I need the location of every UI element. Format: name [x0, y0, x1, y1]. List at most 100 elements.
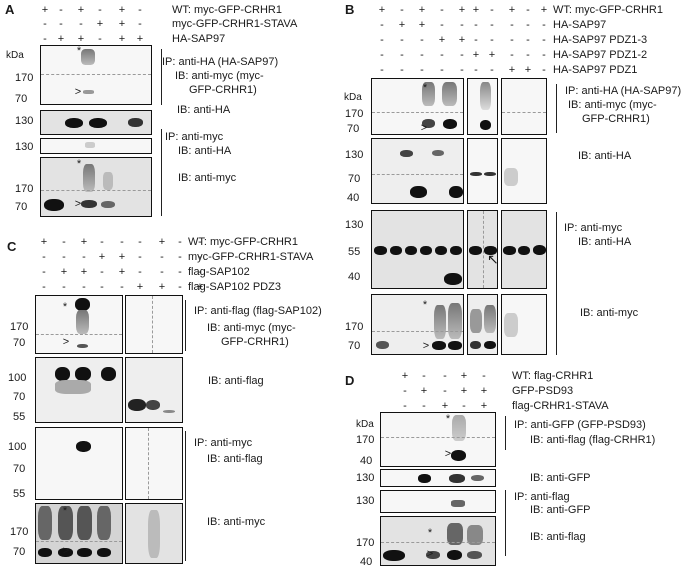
panel-c-mw-100-b: 100 [8, 441, 27, 453]
panel-b-mw-170-b: 170 [345, 321, 364, 333]
panel-b-sign-r3-c6: - [474, 34, 478, 46]
panel-a-sign-r2-c3: - [79, 18, 83, 30]
panel-c-sign-r2-c4: + [98, 251, 106, 263]
panel-b-sign-r4-c6: + [472, 49, 480, 61]
panel-b-blot-ip-myc-mid [467, 210, 498, 289]
panel-b-sign-r3-c2: - [400, 34, 404, 46]
panel-c-sign-r4-c7: + [158, 281, 166, 293]
panel-b-mw-170: 170 [345, 108, 364, 120]
panel-a-blot-myc [40, 157, 152, 217]
panel-d-blot-ip-gfp [380, 412, 496, 467]
panel-b-mw-40-b: 40 [348, 271, 361, 283]
panel-d-mw-130-b: 130 [356, 495, 375, 507]
panel-c-sign-r1-c2: - [62, 236, 66, 248]
panel-d-sign-r3-c3: + [441, 400, 449, 412]
panel-a-blot-ha [40, 110, 152, 135]
panel-b-sign-r4-c5: - [460, 49, 464, 61]
panel-a-row-1: WT: myc-GFP-CRHR1 [172, 4, 282, 16]
panel-a-ip2: IP: anti-myc [165, 131, 224, 143]
panel-c-mw-70: 70 [13, 337, 26, 349]
panel-d-sign-r2-c5: + [480, 385, 488, 397]
panel-b-sign-r3-c3: - [420, 34, 424, 46]
panel-c-blot-ip-myc-right [125, 427, 183, 500]
panel-a-arrowhead: > [74, 86, 82, 98]
panel-d-mw-40: 40 [360, 455, 373, 467]
panel-d-row-1: WT: flag-CRHR1 [512, 370, 594, 382]
panel-b-sign-r4-c3: - [420, 49, 424, 61]
panel-b-sign-r5-c5: - [460, 64, 464, 76]
panel-a-arrowhead-2: > [74, 198, 82, 210]
panel-a-ib1a: IB: anti-myc (myc- [175, 70, 264, 82]
panel-c-sign-r3-c6: - [138, 266, 142, 278]
panel-d-mw-170-b: 170 [356, 537, 375, 549]
panel-b-sign-r2-c7: - [490, 19, 494, 31]
panel-b-sign-r2-c6: - [474, 19, 478, 31]
panel-c-sign-r4-c8: - [178, 281, 182, 293]
panel-c-sign-r4-c2: - [62, 281, 66, 293]
panel-d-blot-gfp [380, 469, 496, 487]
panel-c-star: * [62, 301, 68, 313]
panel-b-blot-ha-left [371, 138, 464, 204]
panel-d-blot-ip-flag [380, 490, 496, 513]
panel-c-sign-r1-c4: - [100, 236, 104, 248]
panel-c-sign-r4-c6: + [136, 281, 144, 293]
panel-b-mw-40: 40 [347, 192, 360, 204]
panel-c-sign-r3-c4: - [100, 266, 104, 278]
panel-b-sign-r2-c10: - [542, 19, 546, 31]
panel-c-ip1: IP: anti-flag (flag-SAP102) [194, 305, 322, 317]
panel-a-bracket-ip1 [161, 49, 162, 105]
panel-a-bracket-ip2 [161, 129, 162, 216]
panel-b-sign-r5-c7: - [490, 64, 494, 76]
panel-b-mw-70-b: 70 [348, 173, 361, 185]
panel-d-arrowhead-2: > [426, 548, 434, 560]
panel-b-sign-r1-c4: - [440, 4, 444, 16]
panel-a-sign-r1-c6: - [138, 4, 142, 16]
panel-b-row-4: HA-SAP97 PDZ1-2 [553, 49, 648, 61]
panel-c-mw-100: 100 [8, 372, 27, 384]
panel-a-blot-ip-ha [40, 138, 152, 154]
panel-b-sign-r1-c3: + [418, 4, 426, 16]
panel-d-mw-130: 130 [356, 472, 375, 484]
panel-d-sign-r2-c1: - [403, 385, 407, 397]
panel-c-bracket-ip2 [185, 431, 186, 561]
panel-a-star: * [76, 45, 82, 57]
panel-d-sign-r1-c1: + [401, 370, 409, 382]
panel-d-ip2: IP: anti-flag [514, 491, 570, 503]
panel-b-sign-r4-c7: + [488, 49, 496, 61]
panel-d-kda: kDa [356, 419, 374, 430]
panel-a-sign-r2-c2: - [59, 18, 63, 30]
panel-a-ib2: IB: anti-HA [177, 104, 231, 116]
panel-d-sign-r2-c4: + [460, 385, 468, 397]
panel-c-arrowhead: > [62, 336, 70, 348]
panel-c-ib3: IB: anti-flag [207, 453, 263, 465]
panel-c-sign-r1-c7: + [158, 236, 166, 248]
panel-c-sign-r4-c1: - [42, 281, 46, 293]
panel-c-blot-ip-flag-right [125, 295, 183, 354]
panel-b-blot-myc-right [501, 294, 547, 355]
panel-b-row-2: HA-SAP97 [553, 19, 607, 31]
panel-a-star-2: * [76, 158, 82, 170]
panel-c-row-3: flag-SAP102 [188, 266, 250, 278]
panel-d-sign-r3-c1: - [403, 400, 407, 412]
panel-c-row-1: WT: myc-GFP-CRHR1 [188, 236, 298, 248]
panel-b-ip1: IP: anti-HA (HA-SAP97) [565, 85, 682, 97]
panel-c-mw-70-d: 70 [13, 546, 26, 558]
panel-d-sign-r3-c4: - [462, 400, 466, 412]
panel-b-sign-r1-c1: + [378, 4, 386, 16]
panel-b-sign-r4-c8: - [510, 49, 514, 61]
panel-b-blot-ip-ha-right [501, 78, 547, 135]
panel-b-row-5: HA-SAP97 PDZ1 [553, 64, 638, 76]
panel-c-mw-55: 55 [13, 411, 26, 423]
panel-b-sign-r5-c6: - [474, 64, 478, 76]
panel-b-row-1: WT: myc-GFP-CRHR1 [553, 4, 663, 16]
panel-a-row-2: myc-GFP-CRHR1-STAVA [172, 18, 298, 30]
panel-c-sign-r3-c2: + [60, 266, 68, 278]
panel-b-sign-r2-c8: - [510, 19, 514, 31]
panel-b-row-3: HA-SAP97 PDZ1-3 [553, 34, 648, 46]
panel-c-sign-r3-c9: - [198, 266, 202, 278]
panel-c-sign-r3-c5: + [118, 266, 126, 278]
panel-b-mw-70-c: 70 [348, 340, 361, 352]
panel-b-arrowhead: > [420, 122, 428, 134]
panel-b-ib1a: IB: anti-myc (myc- [568, 99, 657, 111]
panel-a-ib3: IB: anti-HA [178, 145, 232, 157]
